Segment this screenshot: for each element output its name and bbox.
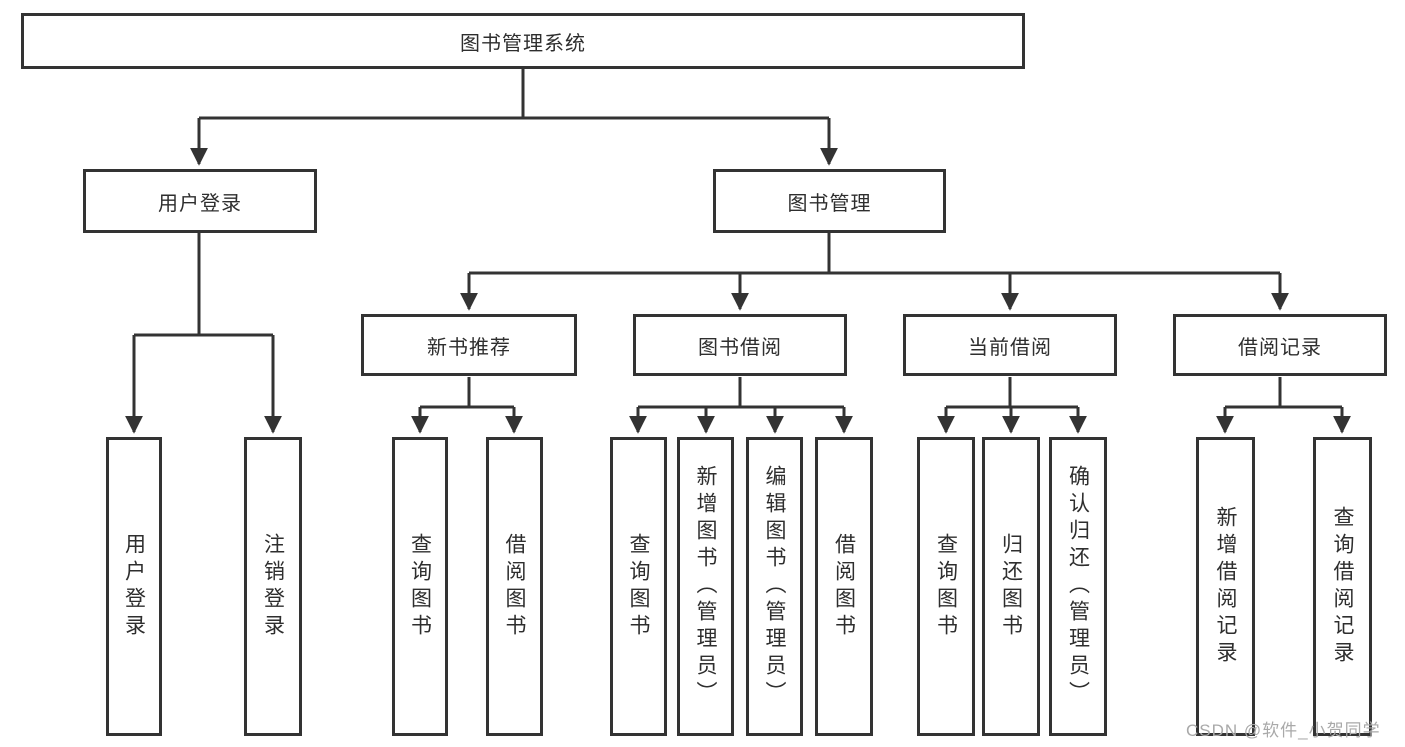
csdn-watermark: CSDN @软件_小贺同学 — [1186, 721, 1381, 740]
node-book-borrow: 图书借阅 — [633, 314, 847, 376]
connector-book-management — [469, 233, 1280, 275]
node-label: 当前借阅 — [968, 336, 1052, 359]
node-root-library-system: 图书管理系统 — [21, 13, 1025, 69]
node-borrow-record: 借阅记录 — [1173, 314, 1387, 376]
connector-current-borrow — [946, 377, 1078, 409]
connector-root — [199, 69, 829, 120]
node-label: 图书借阅 — [698, 336, 782, 359]
node-label: 借阅记录 — [1238, 336, 1322, 359]
node-current-borrow: 当前借阅 — [903, 314, 1117, 376]
connector-new-book — [420, 377, 514, 409]
leaf-query-book-current: 查询图书 — [917, 437, 975, 736]
node-label: 注销登录 — [261, 532, 285, 641]
node-label: 确认归还（管理员） — [1066, 465, 1090, 708]
leaf-logout: 注销登录 — [244, 437, 302, 736]
node-label: 新增图书（管理员） — [694, 465, 717, 708]
leaf-return-book: 归还图书 — [982, 437, 1040, 736]
leaf-borrow-book: 借阅图书 — [815, 437, 873, 736]
node-label: 归还图书 — [999, 532, 1023, 641]
connector-book-borrow — [638, 377, 844, 409]
node-label: 查询图书 — [627, 532, 650, 641]
node-label: 用户登录 — [122, 532, 146, 641]
node-label: 新增借阅记录 — [1214, 505, 1237, 668]
node-label: 图书管理系统 — [460, 32, 586, 55]
node-label: 查询借阅记录 — [1331, 505, 1354, 668]
node-new-book-recommend: 新书推荐 — [361, 314, 577, 376]
node-label: 借阅图书 — [503, 532, 526, 641]
leaf-edit-book-admin: 编辑图书（管理员） — [746, 437, 803, 736]
node-label: 查询图书 — [408, 532, 432, 641]
leaf-add-book-admin: 新增图书（管理员） — [677, 437, 734, 736]
node-user-login: 用户登录 — [83, 169, 317, 233]
leaf-query-book-recommend: 查询图书 — [392, 437, 448, 736]
leaf-query-borrow-record: 查询借阅记录 — [1313, 437, 1372, 736]
node-label: 编辑图书（管理员） — [763, 465, 786, 708]
leaf-query-book-borrow: 查询图书 — [610, 437, 667, 736]
leaf-add-borrow-record: 新增借阅记录 — [1196, 437, 1255, 736]
node-label: 用户登录 — [158, 192, 242, 215]
leaf-user-login: 用户登录 — [106, 437, 162, 736]
node-label: 借阅图书 — [832, 532, 856, 641]
connector-borrow-record — [1225, 377, 1342, 409]
node-book-management: 图书管理 — [713, 169, 946, 233]
connector-user-login — [134, 233, 273, 337]
leaf-confirm-return-admin: 确认归还（管理员） — [1049, 437, 1107, 736]
node-label: 查询图书 — [934, 532, 958, 641]
node-label: 新书推荐 — [427, 336, 511, 359]
leaf-borrow-book-recommend: 借阅图书 — [486, 437, 543, 736]
node-label: 图书管理 — [787, 192, 872, 215]
